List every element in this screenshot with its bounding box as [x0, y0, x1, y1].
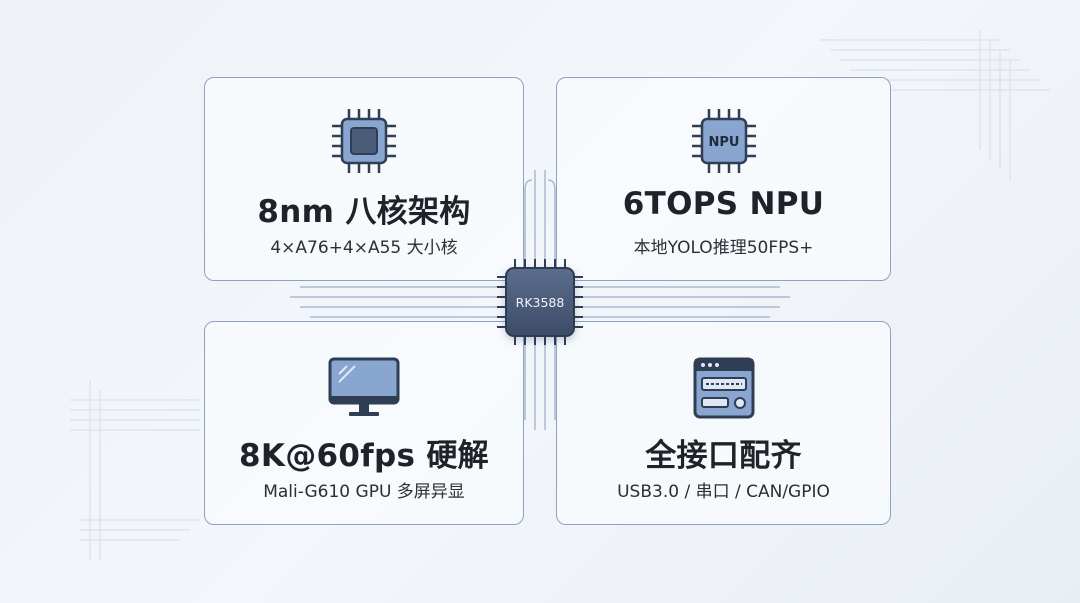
npu-icon-label: NPU — [708, 135, 739, 150]
feature-card-npu: NPU 6TOPS NPU 本地YOLO推理50FPS+ — [556, 77, 891, 281]
card-title: 全接口配齐 — [645, 438, 802, 474]
card-title: 8K@60fps 硬解 — [239, 438, 489, 474]
card-subtitle: 本地YOLO推理50FPS+ — [633, 238, 814, 258]
feature-card-io: 全接口配齐 USB3.0 / 串口 / CAN/GPIO — [556, 321, 891, 525]
monitor-icon — [328, 357, 400, 416]
npu-chip-icon: NPU — [691, 109, 756, 173]
feature-card-cpu: 8nm 八核架构 4×A76+4×A55 大小核 — [204, 77, 524, 281]
feature-card-gpu: 8K@60fps 硬解 Mali-G610 GPU 多屏异显 — [204, 321, 524, 525]
chip-label: RK3588 — [515, 294, 565, 310]
card-subtitle: Mali-G610 GPU 多屏异显 — [263, 482, 465, 502]
card-subtitle: 4×A76+4×A55 大小核 — [270, 238, 458, 258]
rk3588-chip: RK3588 — [505, 267, 575, 337]
cpu-chip-icon — [332, 109, 396, 173]
card-title: 8nm 八核架构 — [257, 194, 471, 230]
card-subtitle: USB3.0 / 串口 / CAN/GPIO — [617, 482, 830, 502]
io-panel-icon — [693, 357, 754, 419]
card-title: 6TOPS NPU — [622, 186, 825, 222]
